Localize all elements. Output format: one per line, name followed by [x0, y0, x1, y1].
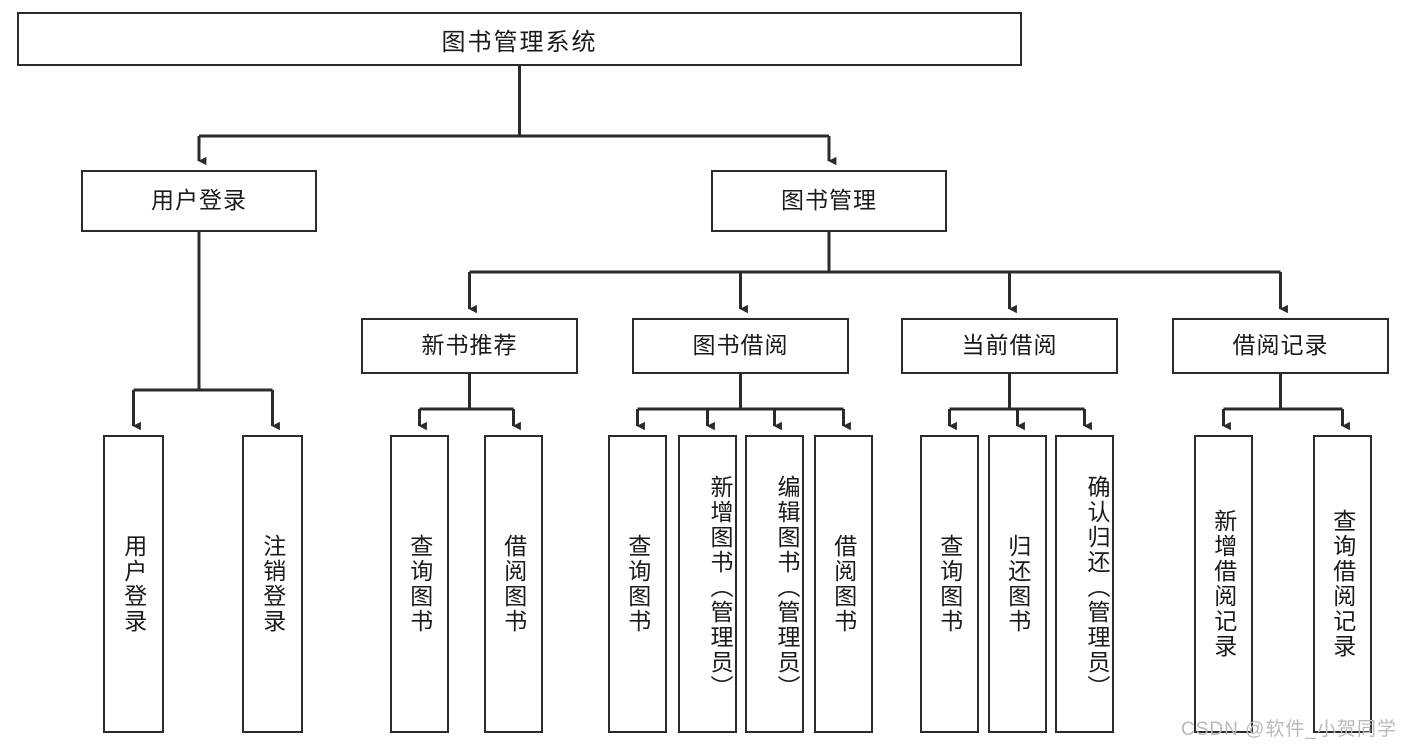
node-leaf-add-record[interactable]: 新增借阅记录: [1194, 435, 1253, 733]
node-book-borrow[interactable]: 图书借阅: [632, 318, 849, 374]
node-label: 图书借阅: [692, 332, 789, 359]
node-user-login[interactable]: 用户登录: [81, 170, 317, 232]
node-leaf-confirm-return[interactable]: 确认归还（管理员）: [1055, 435, 1114, 733]
node-leaf-user-login[interactable]: 用户登录: [103, 435, 164, 733]
node-leaf-borrow-book-2[interactable]: 借阅图书: [814, 435, 873, 733]
node-label: 新书推荐: [421, 332, 518, 359]
csdn-watermark: CSDN @软件_小贺同学: [1181, 719, 1397, 740]
node-label: 借阅图书: [500, 534, 527, 634]
node-label: 归还图书: [1004, 534, 1031, 634]
node-leaf-query-record[interactable]: 查询借阅记录: [1313, 435, 1372, 733]
node-label: 查询图书: [624, 534, 651, 634]
node-book-manage[interactable]: 图书管理: [711, 170, 947, 232]
node-new-book-recommend[interactable]: 新书推荐: [361, 318, 578, 374]
node-leaf-query-book-2[interactable]: 查询图书: [608, 435, 667, 733]
node-label: 图书管理: [781, 187, 877, 214]
node-label: 编辑图书（管理员）: [774, 474, 800, 700]
node-current-borrow[interactable]: 当前借阅: [901, 318, 1118, 374]
node-leaf-query-book-1[interactable]: 查询图书: [390, 435, 449, 733]
node-label: 查询图书: [406, 534, 433, 634]
node-root[interactable]: 图书管理系统: [17, 12, 1022, 66]
node-label: 查询借阅记录: [1329, 509, 1356, 659]
node-leaf-edit-book[interactable]: 编辑图书（管理员）: [745, 435, 804, 733]
node-label: 新增图书（管理员）: [707, 474, 733, 700]
node-label: 借阅图书: [830, 534, 857, 634]
node-label: 借阅记录: [1232, 332, 1329, 359]
node-borrow-record[interactable]: 借阅记录: [1172, 318, 1389, 374]
node-label: 查询图书: [936, 534, 963, 634]
node-label: 注销登录: [259, 534, 286, 634]
node-leaf-user-logout[interactable]: 注销登录: [242, 435, 303, 733]
node-leaf-add-book[interactable]: 新增图书（管理员）: [678, 435, 737, 733]
node-leaf-return-book[interactable]: 归还图书: [988, 435, 1047, 733]
node-label: 确认归还（管理员）: [1084, 474, 1110, 700]
node-label: 用户登录: [151, 187, 247, 214]
node-label: 新增借阅记录: [1210, 509, 1237, 659]
node-leaf-borrow-book-1[interactable]: 借阅图书: [484, 435, 543, 733]
node-label: 当前借阅: [961, 332, 1058, 359]
node-label: 用户登录: [120, 534, 147, 634]
node-label: 图书管理系统: [441, 28, 598, 56]
node-leaf-query-book-3[interactable]: 查询图书: [920, 435, 979, 733]
